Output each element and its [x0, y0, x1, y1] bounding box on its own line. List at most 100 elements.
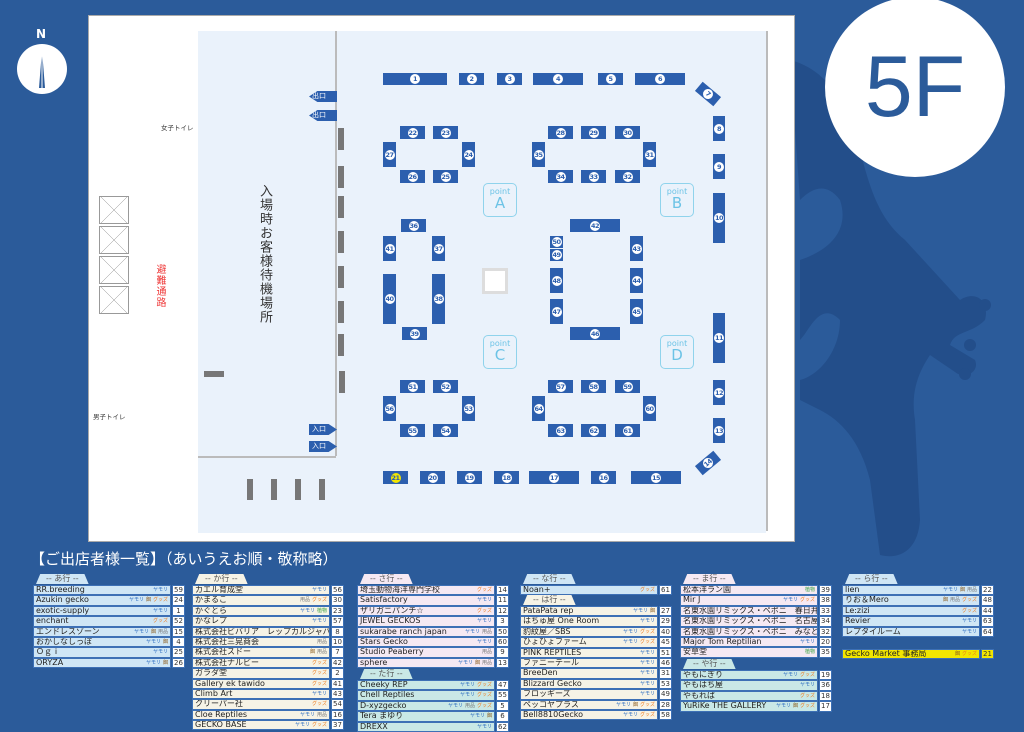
booth-8[interactable]: 8: [713, 116, 725, 141]
booth-42[interactable]: 42: [570, 219, 620, 232]
booth-16[interactable]: 16: [591, 471, 616, 484]
booth-54[interactable]: 54: [433, 424, 458, 437]
booth-63[interactable]: 63: [548, 424, 573, 437]
booth-15[interactable]: 15: [631, 471, 681, 484]
booth-60[interactable]: 60: [643, 396, 656, 421]
booth-29[interactable]: 29: [581, 126, 606, 139]
exhibitor-row[interactable]: 名東水園リミックス・ペポニ 春日井店ヤモリグッズ33: [680, 605, 832, 617]
booth-12[interactable]: 12: [713, 380, 725, 405]
booth-18[interactable]: 18: [494, 471, 519, 484]
booth-45[interactable]: 45: [630, 299, 643, 324]
exhibitor-row[interactable]: 名東水園リミックス・ペポニ 名古屋インター店ヤモリグッズ34: [680, 616, 832, 627]
booth-6[interactable]: 6: [635, 73, 685, 85]
booth-20[interactable]: 20: [420, 471, 445, 484]
booth-27[interactable]: 27: [383, 142, 396, 167]
booth-50[interactable]: 50: [550, 236, 563, 248]
booth-33[interactable]: 33: [581, 170, 606, 183]
booth-13[interactable]: 13: [713, 418, 725, 443]
booth-61[interactable]: 61: [615, 424, 640, 437]
booth-35[interactable]: 35: [532, 142, 545, 167]
booth-41[interactable]: 41: [383, 236, 396, 261]
booth-9[interactable]: 9: [713, 154, 725, 179]
booth-47[interactable]: 47: [550, 299, 563, 324]
booth-4[interactable]: 4: [533, 73, 583, 85]
booth-44[interactable]: 44: [630, 268, 643, 293]
booth-49[interactable]: 49: [550, 249, 563, 261]
booth-56[interactable]: 56: [383, 396, 396, 421]
booth-28[interactable]: 28: [548, 126, 573, 139]
booth-52[interactable]: 52: [433, 380, 458, 393]
booth-32[interactable]: 32: [615, 170, 640, 183]
booth-46[interactable]: 46: [570, 327, 620, 340]
booth-39[interactable]: 39: [402, 327, 427, 340]
booth-24[interactable]: 24: [462, 142, 475, 167]
booth-48[interactable]: 48: [550, 268, 563, 293]
booth-10[interactable]: 10: [713, 193, 725, 243]
booth-5[interactable]: 5: [598, 73, 623, 85]
booth-3[interactable]: 3: [497, 73, 522, 85]
booth-36[interactable]: 36: [401, 219, 426, 232]
booth-58[interactable]: 58: [581, 380, 606, 393]
booth-43[interactable]: 43: [630, 236, 643, 261]
booth-23[interactable]: 23: [433, 126, 458, 139]
booth-34[interactable]: 34: [548, 170, 573, 183]
booth-11[interactable]: 11: [713, 313, 725, 363]
booth-53[interactable]: 53: [462, 396, 475, 421]
booth-31[interactable]: 31: [643, 142, 656, 167]
booth-26[interactable]: 26: [400, 170, 425, 183]
booth-38[interactable]: 38: [432, 274, 445, 324]
booth-2[interactable]: 2: [459, 73, 484, 85]
